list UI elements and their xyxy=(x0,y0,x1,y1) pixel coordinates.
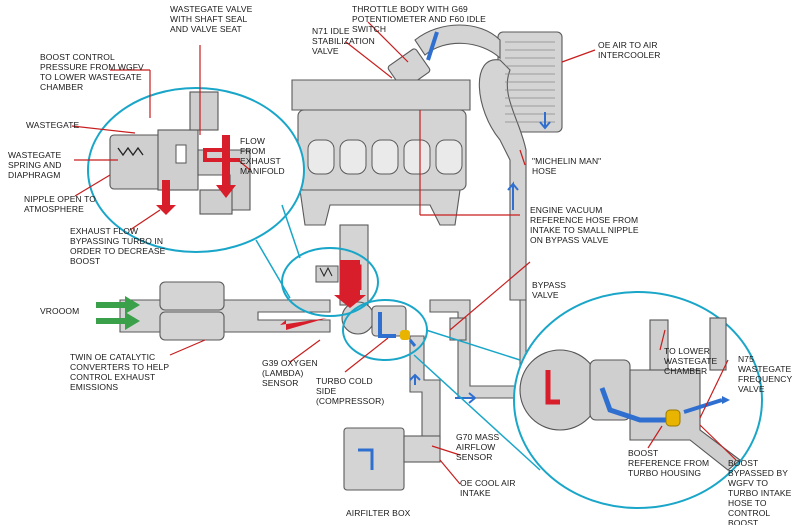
label-exhaust-bypass: EXHAUST FLOW BYPASSING TURBO IN ORDER TO… xyxy=(70,226,166,266)
label-catalytic-converters: TWIN OE CATALYTIC CONVERTERS TO HELP CON… xyxy=(70,352,169,392)
label-airfilter-box: AIRFILTER BOX xyxy=(346,508,411,518)
label-intercooler: OE AIR TO AIR INTERCOOLER xyxy=(598,40,661,60)
cylinder-bores xyxy=(307,139,463,175)
label-wastegate: WASTEGATE xyxy=(26,120,80,130)
michelin-hose xyxy=(478,59,527,301)
label-bypass-valve: BYPASS VALVE xyxy=(532,280,566,300)
label-michelin-hose: "MICHELIN MAN" HOSE xyxy=(532,156,602,176)
exhaust-manifold xyxy=(299,189,461,226)
label-flow-from-exhaust: FLOW FROM EXHAUST MANIFOLD xyxy=(240,136,285,176)
leader-lines xyxy=(71,21,737,485)
label-turbo-cold-side: TURBO COLD SIDE (COMPRESSOR) xyxy=(316,376,385,406)
bypass-valve-marker xyxy=(400,330,410,340)
label-boost-reference: BOOST REFERENCE FROM TURBO HOUSING xyxy=(628,448,710,478)
label-boost-control: BOOST CONTROL PRESSURE FROM WGFV TO LOWE… xyxy=(40,52,144,92)
label-throttle-body: THROTTLE BODY WITH G69 POTENTIOMETER AND… xyxy=(352,4,486,34)
label-n71-idle-valve: N71 IDLE STABILIZATION VALVE xyxy=(312,26,375,56)
flow-arrows xyxy=(96,31,551,470)
wastegate-detail xyxy=(87,87,305,253)
label-boost-bypassed: BOOST BYPASSED BY WGFV TO TURBO INTAKE H… xyxy=(728,458,792,525)
catalytic-converter-upper xyxy=(159,281,225,311)
label-vacuum-reference: ENGINE VACUUM REFERENCE HOSE FROM INTAKE… xyxy=(530,205,639,245)
intercooler-fins xyxy=(505,41,555,123)
exhaust-pipe xyxy=(119,299,331,333)
label-g39-oxygen-sensor: G39 OXYGEN (LAMBDA) SENSOR xyxy=(262,358,318,388)
label-to-lower-wastegate: TO LOWER WASTEGATE CHAMBER xyxy=(664,346,718,376)
detail-connectors xyxy=(255,204,541,471)
label-n75-valve: N75 WASTEGATE FREQUENCY VALVE xyxy=(738,354,793,394)
bypass-valve-body xyxy=(449,317,467,341)
intake-manifold xyxy=(291,79,471,111)
exhaust-arrow-lower xyxy=(96,312,140,330)
label-g70-maf: G70 MASS AIRFLOW SENSOR xyxy=(456,432,500,462)
label-wastegate-valve: WASTEGATE VALVE WITH SHAFT SEAL AND VALV… xyxy=(170,4,253,34)
maf-housing xyxy=(403,435,441,463)
label-nipple: NIPPLE OPEN TO ATMOSPHERE xyxy=(24,194,96,214)
airfilter-box xyxy=(343,427,405,491)
label-oe-cool-air: OE COOL AIR INTAKE xyxy=(460,478,516,498)
label-wastegate-spring: WASTEGATE SPRING AND DIAPHRAGM xyxy=(8,150,62,180)
exhaust-arrow-upper xyxy=(96,296,140,314)
catalytic-converter-lower xyxy=(159,311,225,341)
turbo-detail xyxy=(513,291,763,509)
label-vrooom: VROOOM xyxy=(40,306,80,316)
